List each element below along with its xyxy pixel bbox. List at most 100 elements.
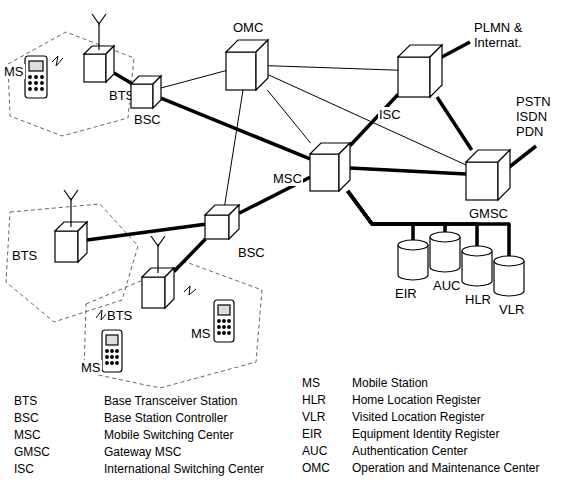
network-node: BTS xyxy=(55,222,87,262)
network-node: OMC xyxy=(226,40,268,90)
external-trunk xyxy=(508,146,536,168)
phone-key xyxy=(116,350,119,353)
phone-key xyxy=(223,332,226,335)
legend-abbreviation: OMC xyxy=(302,461,330,475)
trunk-link xyxy=(114,73,131,83)
legend-definition: Base Station Controller xyxy=(104,411,227,425)
external-trunk xyxy=(440,42,470,58)
phone-key xyxy=(228,332,231,335)
phone-body xyxy=(25,56,47,98)
legend-definition: Mobile Switching Center xyxy=(104,428,233,442)
legend-abbreviation: VLR xyxy=(302,410,325,424)
phone-key xyxy=(111,362,114,365)
cube-side xyxy=(153,76,161,108)
legend-abbreviation: EIR xyxy=(302,427,322,441)
network-node: BTS xyxy=(142,268,174,308)
node-outline xyxy=(430,232,460,272)
legend-definition: Authentication Center xyxy=(352,444,467,458)
node-outline xyxy=(398,45,442,97)
phone-key xyxy=(29,82,32,85)
network-node: ISC xyxy=(398,45,442,97)
database-cylinder: VLR xyxy=(494,256,524,296)
legend-abbreviation: BTS xyxy=(14,394,37,408)
phone-key xyxy=(106,356,109,359)
legend-definition: Home Location Register xyxy=(352,393,481,407)
node-outline xyxy=(226,40,268,90)
radio-cell xyxy=(6,204,138,322)
antenna-head xyxy=(151,236,165,246)
phone-key xyxy=(116,362,119,365)
node-outline xyxy=(310,143,350,191)
network-label: PLMN & Internat. xyxy=(474,20,552,50)
network-node: GMSC xyxy=(466,150,510,200)
node-outline xyxy=(214,300,234,342)
node-label: MS xyxy=(3,64,25,79)
mobile-station: MS xyxy=(102,330,122,372)
phone-key xyxy=(35,76,38,79)
management-link xyxy=(268,66,398,71)
phone-key xyxy=(41,82,44,85)
node-label: BTS xyxy=(11,248,38,263)
phone-key xyxy=(218,320,221,323)
cube-side xyxy=(339,143,350,191)
phone-body xyxy=(102,330,122,372)
antenna-head xyxy=(64,190,78,200)
management-link xyxy=(161,71,226,88)
cube-front xyxy=(205,215,229,239)
cube-front xyxy=(398,57,430,97)
legend-definition: Base Transceiver Station xyxy=(104,394,237,408)
antenna-mast xyxy=(157,244,158,273)
node-outline xyxy=(494,256,524,296)
phone-screen xyxy=(106,335,118,345)
network-node: MSC xyxy=(310,143,350,191)
phone-key xyxy=(35,82,38,85)
node-label: ISC xyxy=(378,107,402,122)
database-cylinder: AUC xyxy=(430,232,460,272)
legend-definition: Visited Location Register xyxy=(352,410,485,424)
phone-body xyxy=(214,300,234,342)
phone-key xyxy=(41,76,44,79)
cube-side xyxy=(165,268,174,308)
trunk-link xyxy=(437,97,472,150)
antenna-head xyxy=(92,14,106,24)
phone-key xyxy=(29,76,32,79)
cube-side xyxy=(498,150,510,200)
radio-link xyxy=(184,286,196,295)
radio-link xyxy=(52,56,63,66)
mobile-station: MS xyxy=(25,56,47,98)
legend-abbreviation: MS xyxy=(302,376,320,390)
legend-abbreviation: HLR xyxy=(302,393,326,407)
legend-definition: Equipment Identity Register xyxy=(352,427,499,441)
phone-key xyxy=(111,350,114,353)
node-outline xyxy=(466,150,510,200)
database-cylinder: HLR xyxy=(462,246,492,286)
node-outline xyxy=(462,246,492,286)
legend-abbreviation: AUC xyxy=(302,444,327,458)
phone-key xyxy=(106,362,109,365)
phone-key xyxy=(228,320,231,323)
cylinder-top xyxy=(494,256,524,266)
phone-key xyxy=(111,356,114,359)
mobile-station: MS xyxy=(214,300,234,342)
legend-abbreviation: GMSC xyxy=(14,445,50,459)
trunk-link xyxy=(348,191,413,240)
phone-key xyxy=(106,350,109,353)
legend-abbreviation: MSC xyxy=(14,428,41,442)
database-cylinder: EIR xyxy=(398,240,428,280)
legend-definition: International Switching Center xyxy=(104,462,264,476)
node-outline xyxy=(131,76,161,108)
legend-definition: Mobile Station xyxy=(352,376,428,390)
phone-key xyxy=(35,88,38,91)
cube-front xyxy=(142,277,165,308)
node-label: MS xyxy=(80,360,102,375)
node-outline xyxy=(398,240,428,280)
node-label: GMSC xyxy=(468,206,509,221)
phone-key xyxy=(29,88,32,91)
node-outline xyxy=(84,46,114,82)
node-label: AUC xyxy=(432,278,461,293)
radio-cell xyxy=(8,32,134,136)
antenna-mast xyxy=(70,198,71,227)
phone-screen xyxy=(29,61,43,71)
node-outline xyxy=(142,268,174,308)
network-node: BSC xyxy=(205,205,239,239)
